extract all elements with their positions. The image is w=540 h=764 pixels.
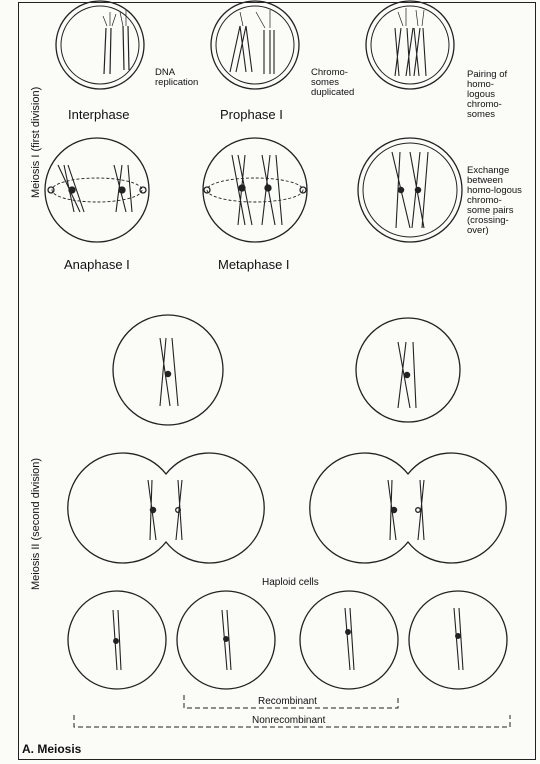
side-label-meiosis2: Meiosis II (second division): [30, 458, 42, 590]
note-pairing: Pairing of homo-logous chromo-somes: [467, 70, 519, 120]
label-metaphase: Metaphase I: [218, 258, 290, 271]
cell-interphase: [56, 1, 144, 89]
label-anaphase: Anaphase I: [64, 258, 130, 271]
dividing-cell-left: [68, 453, 264, 563]
haploid-cell-4: [409, 591, 507, 689]
cell-m2-right: [356, 318, 460, 422]
haploid-cell-1: [68, 591, 166, 689]
cell-pairing: [366, 1, 454, 89]
label-haploid-cells: Haploid cells: [262, 578, 319, 588]
cell-m2-left: [113, 315, 223, 425]
cell-crossing-over: [358, 138, 462, 242]
label-prophase: Prophase I: [220, 108, 283, 121]
label-interphase: Interphase: [68, 108, 129, 121]
haploid-cell-2: [177, 591, 275, 689]
figure-caption: A. Meiosis: [22, 742, 81, 756]
side-label-meiosis1: Meiosis I (first division): [30, 87, 42, 198]
note-exchange: Exchange between homo-logous chromo-some…: [467, 166, 522, 236]
note-dna-replication: DNA replication: [155, 68, 205, 88]
label-recombinant: Recombinant: [258, 697, 317, 707]
note-chromosomes-duplicated: Chromo-somes duplicated: [311, 68, 361, 98]
label-nonrecombinant: Nonrecombinant: [252, 716, 325, 726]
cell-metaphase: [203, 138, 307, 242]
dividing-cell-right: [310, 453, 506, 563]
cell-anaphase: [45, 138, 149, 242]
cell-prophase: [211, 1, 299, 89]
haploid-cell-3: [300, 591, 398, 689]
